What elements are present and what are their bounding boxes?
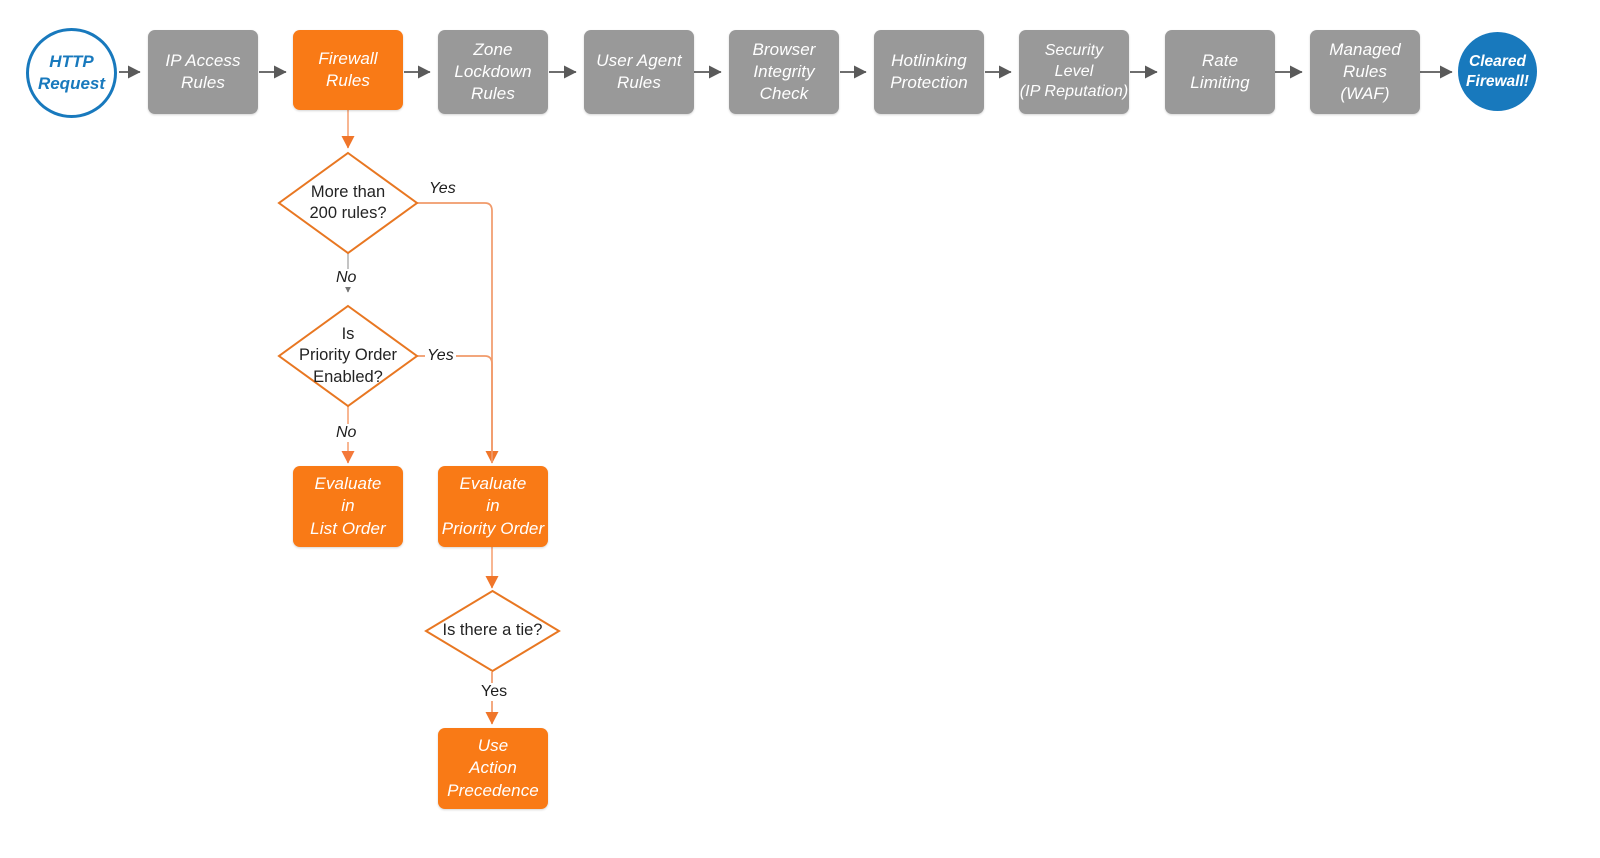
decision-priority-order-enabled-label: Is Priority Order Enabled? bbox=[298, 325, 398, 386]
node-managed-rules-waf[interactable]: Managed Rules (WAF) bbox=[1310, 30, 1420, 114]
node-rate-limiting[interactable]: Rate Limiting bbox=[1165, 30, 1275, 114]
decision-is-there-a-tie[interactable]: Is there a tie? bbox=[424, 589, 561, 673]
edge-label-no-priority: No bbox=[334, 424, 359, 442]
node-security-level-label: Security Level (IP Reputation) bbox=[1019, 41, 1129, 101]
node-cleared-firewall[interactable]: Cleared Firewall! bbox=[1458, 32, 1537, 111]
node-http-request[interactable]: HTTP Request bbox=[26, 28, 117, 118]
node-user-agent-rules[interactable]: User Agent Rules bbox=[584, 30, 694, 114]
node-zone-lockdown-rules-label: Zone Lockdown Rules bbox=[454, 39, 532, 104]
edge-label-yes-priority: Yes bbox=[425, 347, 456, 365]
node-evaluate-list-order[interactable]: Evaluate in List Order bbox=[293, 466, 403, 547]
node-evaluate-list-order-label: Evaluate in List Order bbox=[310, 474, 386, 538]
node-cleared-firewall-label: Cleared Firewall! bbox=[1466, 52, 1529, 90]
node-rate-limiting-label: Rate Limiting bbox=[1190, 50, 1250, 92]
decision-more-than-200-rules-label: More than 200 rules? bbox=[309, 182, 387, 222]
node-firewall-rules-label: Firewall Rules bbox=[318, 48, 378, 90]
node-security-level[interactable]: Security Level (IP Reputation) bbox=[1019, 30, 1129, 114]
node-evaluate-priority-order-label: Evaluate in Priority Order bbox=[441, 474, 545, 538]
decision-more-than-200-rules-shape bbox=[277, 151, 419, 255]
decision-more-than-200-rules[interactable]: More than 200 rules? bbox=[277, 151, 419, 255]
node-managed-rules-waf-label: Managed Rules (WAF) bbox=[1329, 39, 1401, 104]
node-user-agent-rules-label: User Agent Rules bbox=[596, 50, 682, 92]
node-hotlinking-protection[interactable]: Hotlinking Protection bbox=[874, 30, 984, 114]
node-ip-access-rules-label: IP Access Rules bbox=[165, 50, 241, 92]
edge-label-yes-tie: Yes bbox=[479, 683, 510, 701]
node-hotlinking-protection-label: Hotlinking Protection bbox=[890, 50, 968, 92]
node-use-action-precedence[interactable]: Use Action Precedence bbox=[438, 728, 548, 809]
edge-label-no-200: No bbox=[334, 269, 359, 287]
node-use-action-precedence-label: Use Action Precedence bbox=[447, 736, 539, 800]
decision-is-there-a-tie-label: Is there a tie? bbox=[442, 621, 543, 640]
node-firewall-rules[interactable]: Firewall Rules bbox=[293, 30, 403, 110]
decision-priority-order-enabled[interactable]: Is Priority Order Enabled? bbox=[277, 304, 419, 408]
decision-is-there-a-tie-shape bbox=[424, 589, 561, 673]
node-browser-integrity-check[interactable]: Browser Integrity Check bbox=[729, 30, 839, 114]
node-browser-integrity-check-label: Browser Integrity Check bbox=[752, 39, 816, 104]
decision-priority-order-enabled-shape bbox=[277, 304, 419, 408]
edge-label-yes-200: Yes bbox=[427, 180, 458, 198]
node-zone-lockdown-rules[interactable]: Zone Lockdown Rules bbox=[438, 30, 548, 114]
node-ip-access-rules[interactable]: IP Access Rules bbox=[148, 30, 258, 114]
node-evaluate-priority-order[interactable]: Evaluate in Priority Order bbox=[438, 466, 548, 547]
node-http-request-label: HTTP Request bbox=[37, 52, 106, 93]
